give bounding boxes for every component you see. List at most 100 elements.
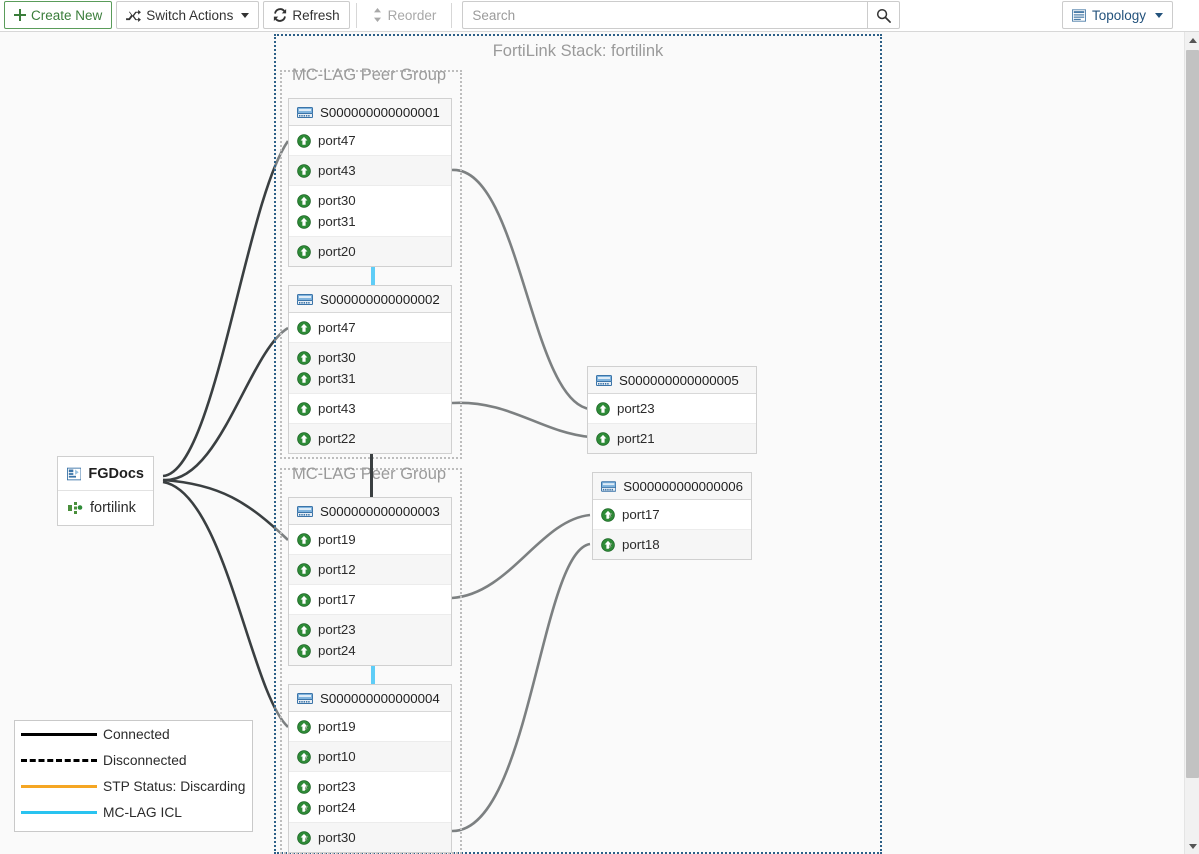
- port-entry[interactable]: port24: [297, 797, 443, 818]
- port-row[interactable]: port30 port31: [289, 186, 451, 237]
- port-entry[interactable]: port23: [297, 619, 443, 640]
- port-entry[interactable]: port31: [297, 368, 443, 389]
- switch-node-header[interactable]: S000000000000006: [593, 473, 751, 500]
- port-row[interactable]: port43: [289, 394, 451, 424]
- port-label: port18: [622, 537, 660, 552]
- refresh-label: Refresh: [292, 7, 340, 23]
- switch-node-S000000000000006[interactable]: S000000000000006 port17 port18: [592, 472, 752, 560]
- switch-node-S000000000000001[interactable]: S000000000000001 port47 port43 port30 port31…: [288, 98, 452, 267]
- port-entry[interactable]: port24: [297, 640, 443, 661]
- switch-node-header[interactable]: S000000000000003: [289, 498, 451, 525]
- port-row[interactable]: port47: [289, 313, 451, 343]
- port-row[interactable]: port43: [289, 156, 451, 186]
- port-entry[interactable]: port23: [596, 398, 748, 419]
- port-entry[interactable]: port10: [297, 746, 443, 767]
- port-label: port23: [318, 779, 356, 794]
- port-row[interactable]: port10: [289, 742, 451, 772]
- port-entry[interactable]: port17: [297, 589, 443, 610]
- topology-canvas[interactable]: FortiLink Stack: fortilink MC-LAG Peer G…: [0, 32, 1184, 854]
- switch-name: S000000000000005: [619, 372, 739, 388]
- port-entry[interactable]: port30: [297, 347, 443, 368]
- topology-view-button[interactable]: Topology: [1061, 1, 1173, 29]
- vertical-scrollbar[interactable]: [1184, 32, 1199, 854]
- switch-name: S000000000000002: [320, 291, 440, 307]
- port-entry[interactable]: port19: [297, 716, 443, 737]
- port-label: port22: [318, 431, 356, 446]
- port-entry[interactable]: port30: [297, 827, 443, 848]
- port-entry[interactable]: port18: [601, 534, 743, 555]
- port-entry[interactable]: port21: [596, 428, 748, 449]
- toolbar: Create New Switch Actions Refresh Reorde…: [0, 0, 1199, 32]
- scroll-up-button[interactable]: [1185, 32, 1199, 48]
- switch-node-header[interactable]: S000000000000002: [289, 286, 451, 313]
- port-label: port21: [617, 431, 655, 446]
- updown-arrows-icon: [373, 8, 381, 22]
- switch-node-header[interactable]: S000000000000001: [289, 99, 451, 126]
- port-up-icon: [297, 214, 311, 229]
- search-icon: [877, 8, 892, 23]
- port-label: port31: [318, 214, 356, 229]
- port-entry[interactable]: port22: [297, 428, 443, 449]
- port-row[interactable]: port19: [289, 712, 451, 742]
- switch-node-header[interactable]: S000000000000005: [588, 367, 756, 394]
- port-up-poe-icon: [601, 507, 615, 522]
- port-label: port23: [318, 622, 356, 637]
- search-input[interactable]: [462, 1, 868, 29]
- port-row[interactable]: port23 port24: [289, 615, 451, 665]
- port-row[interactable]: port17: [593, 500, 751, 530]
- device-row-fgdocs[interactable]: FGDocs: [58, 457, 153, 491]
- search-button[interactable]: [867, 1, 901, 29]
- refresh-button[interactable]: Refresh: [263, 1, 350, 29]
- plus-icon: [14, 9, 26, 21]
- create-new-button[interactable]: Create New: [4, 1, 113, 29]
- port-entry[interactable]: port23: [297, 776, 443, 797]
- port-entry[interactable]: port43: [297, 160, 443, 181]
- port-row[interactable]: port20: [289, 237, 451, 266]
- port-row[interactable]: port17: [289, 585, 451, 615]
- port-label: port23: [617, 401, 655, 416]
- port-entry[interactable]: port31: [297, 211, 443, 232]
- port-entry[interactable]: port47: [297, 317, 443, 338]
- port-entry[interactable]: port17: [601, 504, 743, 525]
- reorder-button[interactable]: Reorder: [362, 1, 446, 29]
- list-view-icon: [1071, 8, 1086, 22]
- switch-node-S000000000000004[interactable]: S000000000000004 port19 port10 port23 port24…: [288, 684, 452, 853]
- port-row[interactable]: port23: [588, 394, 756, 424]
- legend-panel: Connected Disconnected STP Status: Disca…: [14, 720, 253, 832]
- scroll-down-button[interactable]: [1185, 838, 1199, 854]
- device-row-fortilink[interactable]: fortilink: [58, 491, 153, 525]
- port-entry[interactable]: port43: [297, 398, 443, 419]
- port-row[interactable]: port22: [289, 424, 451, 453]
- port-entry[interactable]: port47: [297, 130, 443, 151]
- port-row[interactable]: port19: [289, 525, 451, 555]
- port-row[interactable]: port18: [593, 530, 751, 559]
- port-entry[interactable]: port19: [297, 529, 443, 550]
- switch-actions-button[interactable]: Switch Actions: [116, 1, 260, 29]
- toolbar-divider-1: [355, 3, 357, 28]
- port-entry[interactable]: port30: [297, 190, 443, 211]
- mclag-peer-group-1-label: MC-LAG Peer Group: [292, 66, 447, 84]
- switch-icon: [297, 106, 313, 118]
- port-row[interactable]: port30 port31: [289, 343, 451, 394]
- port-entry[interactable]: port20: [297, 241, 443, 262]
- switch-name: S000000000000006: [623, 478, 743, 494]
- port-row[interactable]: port47: [289, 126, 451, 156]
- port-row[interactable]: port23 port24: [289, 772, 451, 823]
- device-name: FGDocs: [88, 465, 144, 482]
- port-up-poe-icon: [601, 537, 615, 552]
- port-row[interactable]: port12: [289, 555, 451, 585]
- port-up-icon: [297, 643, 311, 658]
- device-node[interactable]: FGDocs fortilink: [57, 456, 154, 526]
- port-label: port30: [318, 350, 356, 365]
- port-up-icon: [297, 163, 311, 178]
- scrollbar-thumb[interactable]: [1186, 50, 1199, 778]
- port-entry[interactable]: port12: [297, 559, 443, 580]
- port-row[interactable]: port21: [588, 424, 756, 453]
- port-label: port30: [318, 830, 356, 845]
- port-label: port47: [318, 133, 356, 148]
- switch-node-S000000000000002[interactable]: S000000000000002 port47 port30 port31 port43…: [288, 285, 452, 454]
- switch-node-header[interactable]: S000000000000004: [289, 685, 451, 712]
- switch-node-S000000000000003[interactable]: S000000000000003 port19 port12 port17 port23…: [288, 497, 452, 666]
- switch-node-S000000000000005[interactable]: S000000000000005 port23 port21: [587, 366, 757, 454]
- port-row[interactable]: port30: [289, 823, 451, 852]
